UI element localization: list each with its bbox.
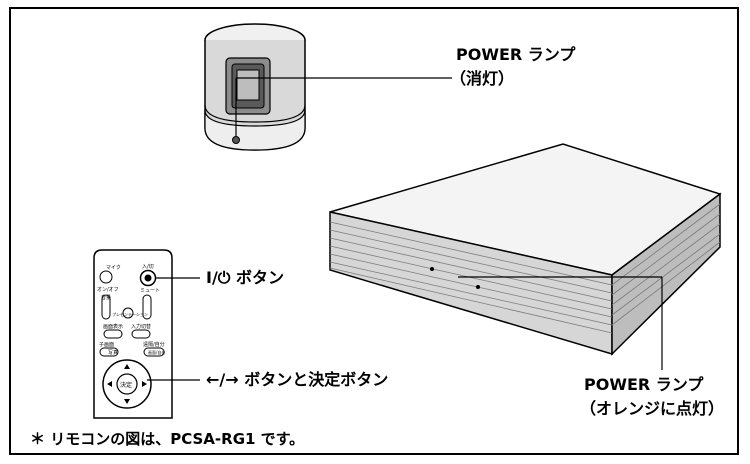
- remote-label-display: 画面表示: [103, 323, 123, 330]
- label-unit-power-lamp-state: （オレンジに点灯）: [580, 399, 725, 418]
- label-camera-power-lamp-state: （消灯）: [450, 69, 515, 88]
- label-arrow-buttons: ←/→ ボタンと決定ボタン: [206, 370, 389, 389]
- label-camera-power-lamp: POWER ランプ: [456, 45, 576, 64]
- remote-label-photo: 写真: [108, 349, 118, 356]
- remote-label-subscreen: 子画面: [99, 341, 114, 348]
- remote-label-onoff: オン/オフ: [97, 287, 119, 293]
- remote-label-power: 入/切: [142, 263, 154, 270]
- remote-illustration: マイク 入/切 オン/オフ 音量 プレゼンテーション ミュート 画面表示 入力切…: [93, 249, 173, 419]
- remote-label-remote-self: 遠隔/自分: [143, 341, 165, 348]
- remote-label-volume: 音量: [101, 294, 111, 301]
- label-power-button: I/⏻ ボタン: [206, 268, 285, 287]
- footnote: ＊ リモコンの図は、PCSA-RG1 です。: [30, 430, 305, 448]
- remote-enter-button[interactable]: [116, 373, 138, 395]
- remote-label-mute: ミュート: [140, 288, 160, 294]
- label-unit-power-lamp: POWER ランプ: [584, 375, 704, 394]
- main-unit-illustration: [329, 143, 722, 356]
- unit-led-left: [430, 267, 434, 271]
- remote-label-input: 入力切替: [131, 323, 151, 330]
- camera-illustration: [204, 23, 306, 151]
- remote-center-label: 決定: [120, 381, 132, 389]
- unit-power-lamp: [476, 285, 480, 289]
- remote-label-mic: マイク: [106, 265, 121, 271]
- camera-power-lamp: [232, 136, 240, 144]
- remote-label-screen-self: 画面/自分: [148, 349, 165, 355]
- remote-label-presentation: プレゼンテーション: [112, 311, 148, 317]
